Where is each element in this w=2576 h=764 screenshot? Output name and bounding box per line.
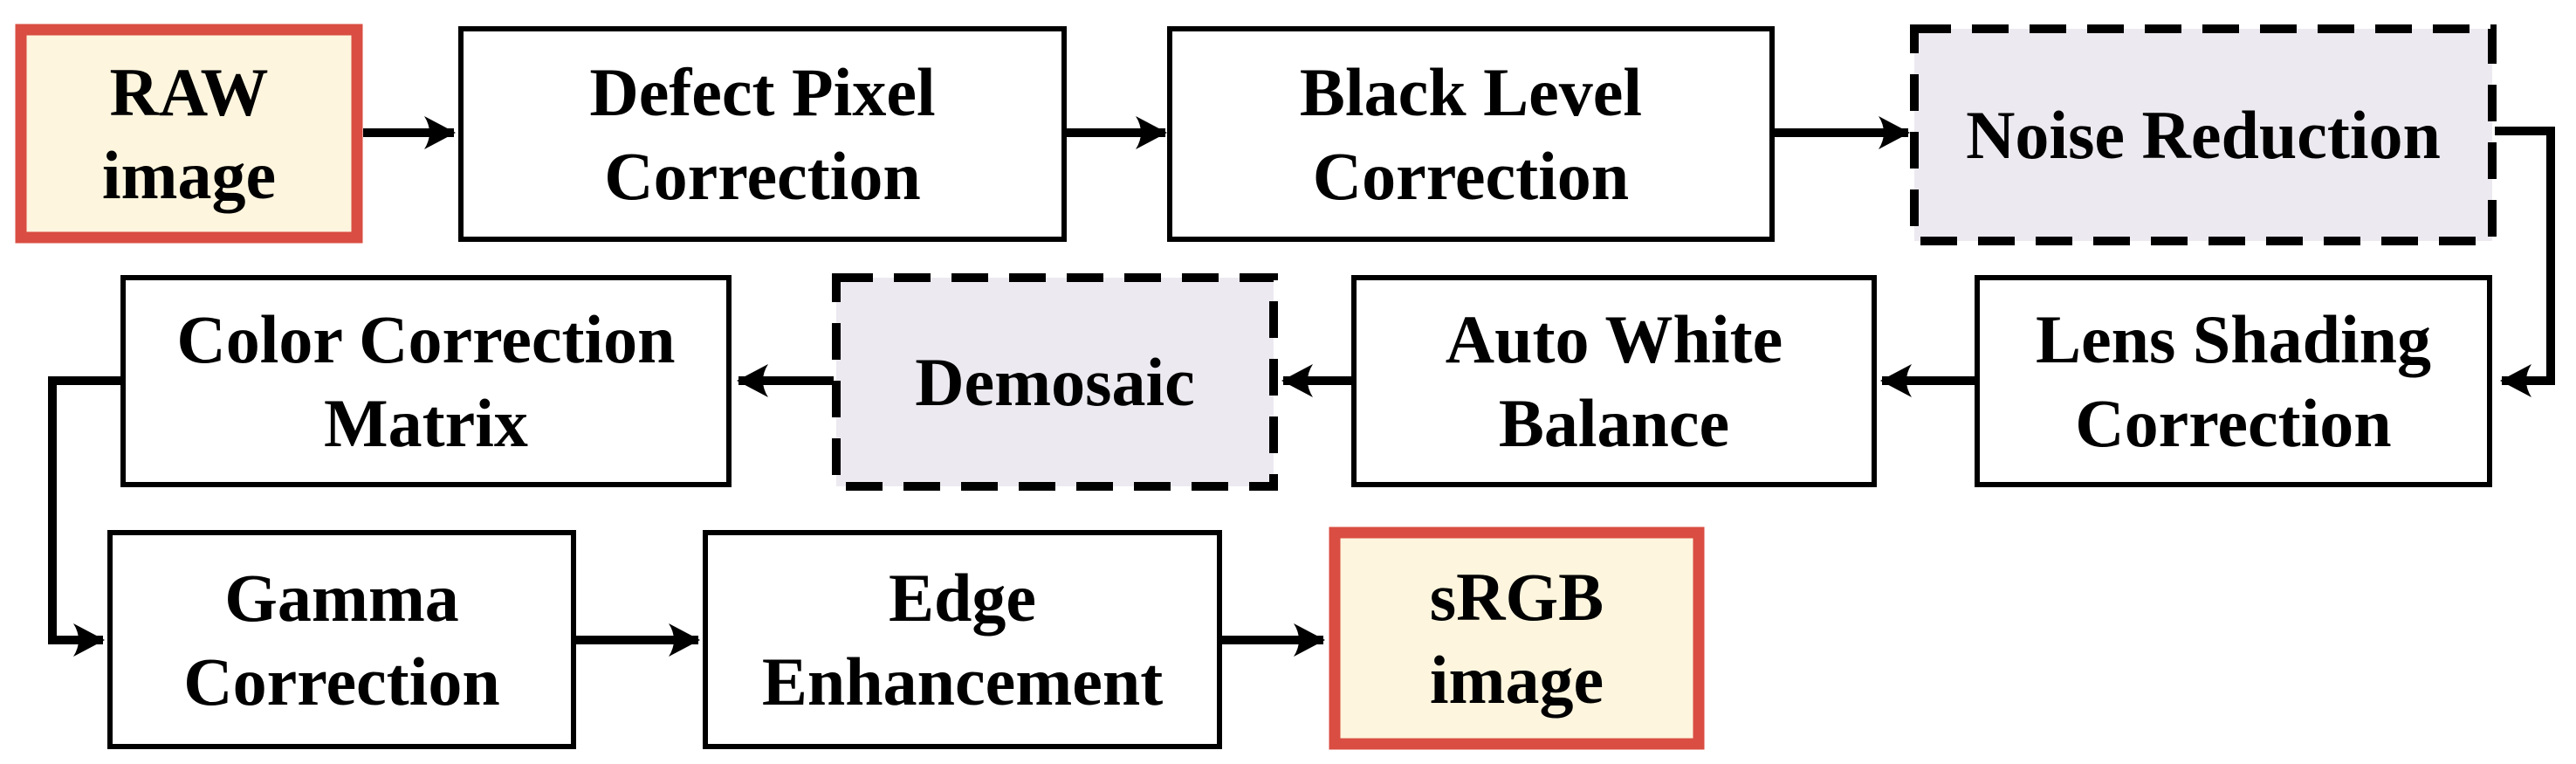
node-auto-white-balance-box (1351, 275, 1877, 487)
node-srgb-image-box (1329, 527, 1705, 750)
arrow-color-correction-to-gamma (48, 376, 123, 657)
node-raw-image-box (15, 24, 363, 244)
node-demosaic-box (832, 273, 1278, 491)
node-color-correction-matrix-box (120, 275, 732, 487)
node-gamma-correction-box (107, 530, 576, 749)
arrow-noise-reduction-to-lens-shading (2495, 127, 2555, 397)
node-black-level-correction-box (1167, 26, 1775, 242)
node-noise-reduction-box (1910, 24, 2497, 245)
node-edge-enhancement-box (703, 530, 1222, 749)
node-defect-pixel-correction-box (458, 26, 1067, 242)
node-lens-shading-correction-box (1975, 275, 2492, 487)
